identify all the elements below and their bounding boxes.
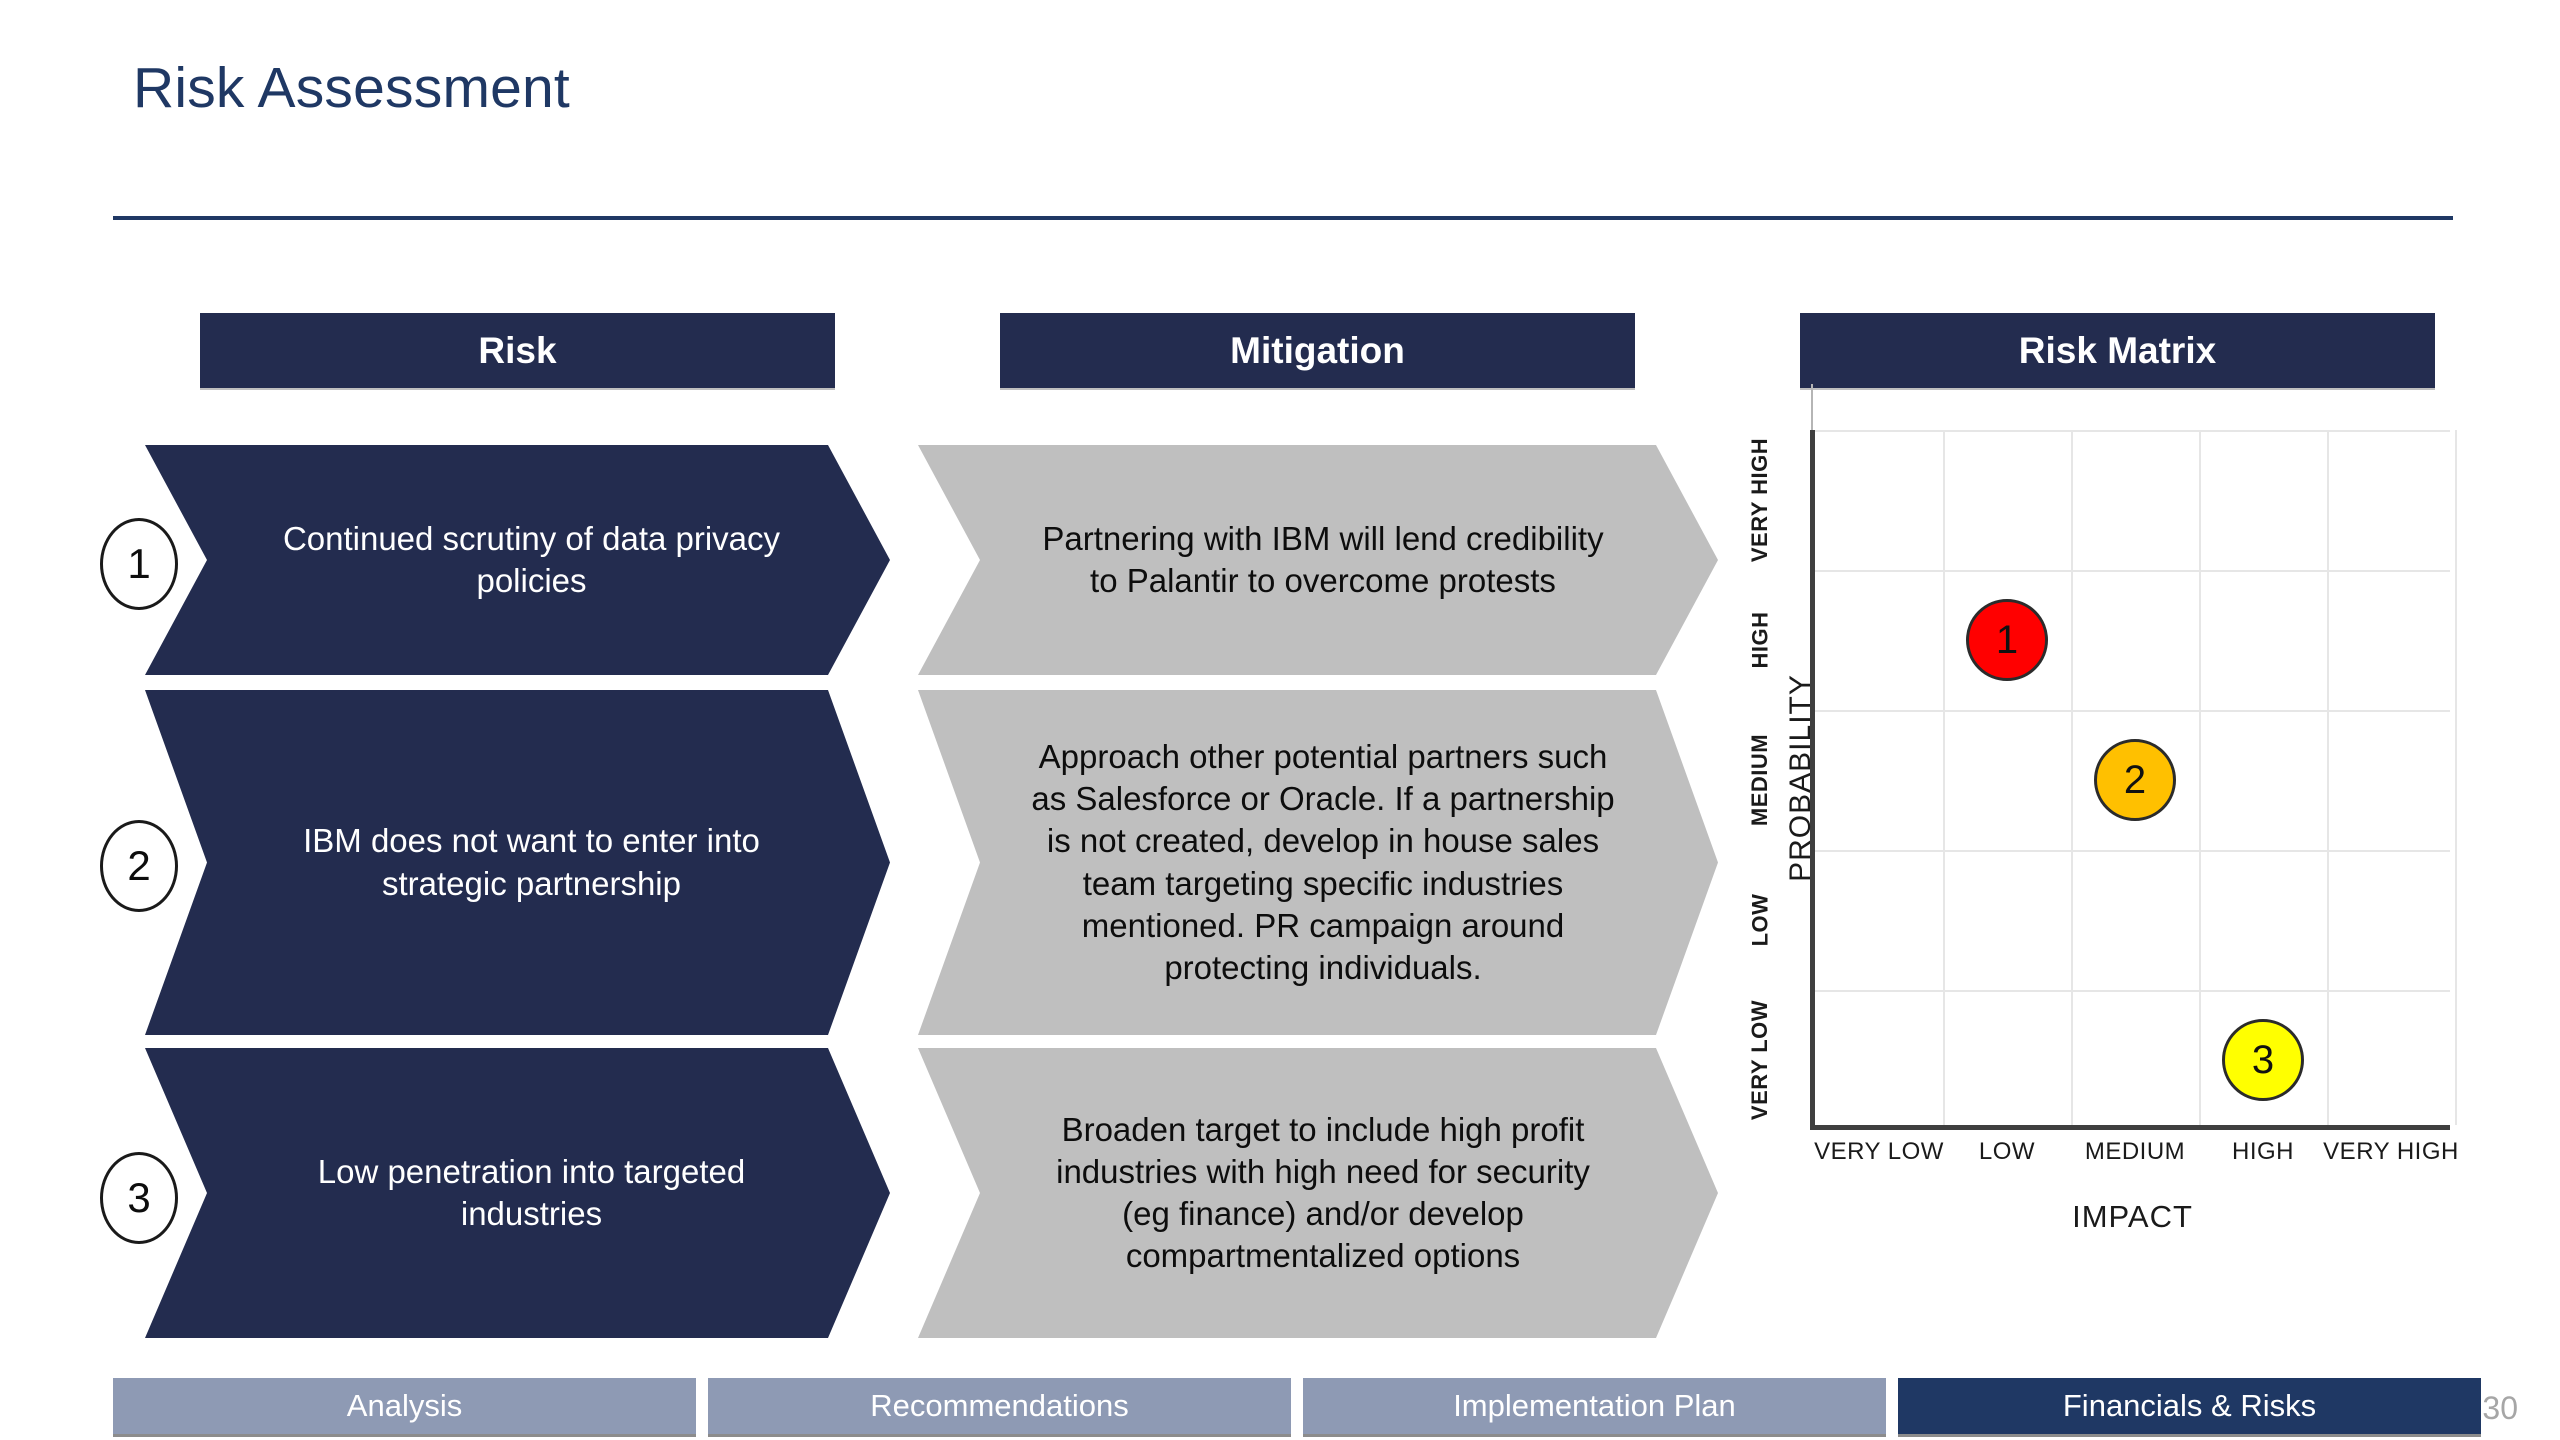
risk-chevron: Low penetration into targeted industries (145, 1048, 890, 1338)
title-divider (113, 216, 2453, 220)
y-axis-tick (1810, 430, 1815, 432)
risk-number-badge: 2 (100, 820, 178, 912)
y-axis-tick (1810, 710, 1815, 712)
risk-number-badge: 1 (100, 518, 178, 610)
mitigation-chevron: Partnering with IBM will lend credibilit… (918, 445, 1718, 675)
chart-gridline-horizontal (1815, 850, 2450, 852)
nav-tab-analysis[interactable]: Analysis (113, 1378, 696, 1434)
mitigation-text: Partnering with IBM will lend credibilit… (1042, 519, 1604, 599)
risk-text: Continued scrutiny of data privacy polic… (282, 519, 781, 599)
chart-gridline-horizontal (1815, 570, 2450, 572)
column-header-mitigation: Mitigation (1000, 313, 1635, 388)
chart-gridline-horizontal (1815, 710, 2450, 712)
risk-matrix-bubble[interactable]: 1 (1966, 599, 2048, 681)
y-axis-tick (1810, 990, 1815, 992)
x-axis-tick-label: MEDIUM (2084, 1138, 2186, 1165)
x-axis-tick-label: HIGH (2232, 1138, 2294, 1165)
nav-tab-implementation-plan[interactable]: Implementation Plan (1303, 1378, 1886, 1434)
risk-number-badge: 3 (100, 1152, 178, 1244)
y-axis-tick-label: HIGH (1747, 611, 1772, 669)
x-axis-tick-label: VERY LOW (1814, 1138, 1944, 1165)
mitigation-text: Approach other potential partners such a… (1031, 737, 1615, 986)
chart-gridline-vertical (1943, 430, 1945, 1125)
footer-nav: Analysis Recommendations Implementation … (113, 1378, 2481, 1434)
y-axis-tick (1810, 570, 1815, 572)
mitigation-text: Broaden target to include high profit in… (1056, 1110, 1590, 1275)
risk-matrix-bubble[interactable]: 2 (2094, 739, 2176, 821)
risk-text: IBM does not want to enter into strategi… (303, 822, 760, 902)
y-axis-extension (1811, 384, 1813, 430)
page-title: Risk Assessment (133, 56, 570, 120)
chart-gridline-vertical (2071, 430, 2073, 1125)
risk-text: Low penetration into targeted industries (317, 1152, 746, 1232)
mitigation-chevron: Approach other potential partners such a… (918, 690, 1718, 1035)
x-axis-tick-label: VERY HIGH (2323, 1138, 2459, 1165)
x-axis-tick-label: LOW (1978, 1138, 2036, 1165)
chart-gridline-horizontal (1815, 990, 2450, 992)
mitigation-chevron: Broaden target to include high profit in… (918, 1048, 1718, 1338)
chart-gridline-vertical (2327, 430, 2329, 1125)
y-axis-tick-label: LOW (1746, 893, 1772, 947)
page-number: 30 (2482, 1390, 2518, 1426)
chart-gridline-vertical (2199, 430, 2201, 1125)
column-header-risk: Risk (200, 313, 835, 388)
y-axis-tick-label: VERY LOW (1747, 999, 1772, 1121)
chart-gridline-vertical (2455, 430, 2457, 1125)
x-axis-title: IMPACT (2072, 1199, 2193, 1234)
chart-gridline-horizontal (1815, 430, 2450, 432)
column-header-risk-matrix: Risk Matrix (1800, 313, 2435, 388)
y-axis-tick-label: VERY HIGH (1747, 437, 1772, 563)
nav-tab-financials-risks[interactable]: Financials & Risks (1898, 1378, 2481, 1434)
risk-chevron: IBM does not want to enter into strategi… (145, 690, 890, 1035)
nav-tab-recommendations[interactable]: Recommendations (708, 1378, 1291, 1434)
risk-matrix-bubble[interactable]: 3 (2222, 1019, 2304, 1101)
y-axis-tick (1810, 850, 1815, 852)
y-axis-tick-label: MEDIUM (1747, 733, 1772, 827)
risk-chevron: Continued scrutiny of data privacy polic… (145, 445, 890, 675)
